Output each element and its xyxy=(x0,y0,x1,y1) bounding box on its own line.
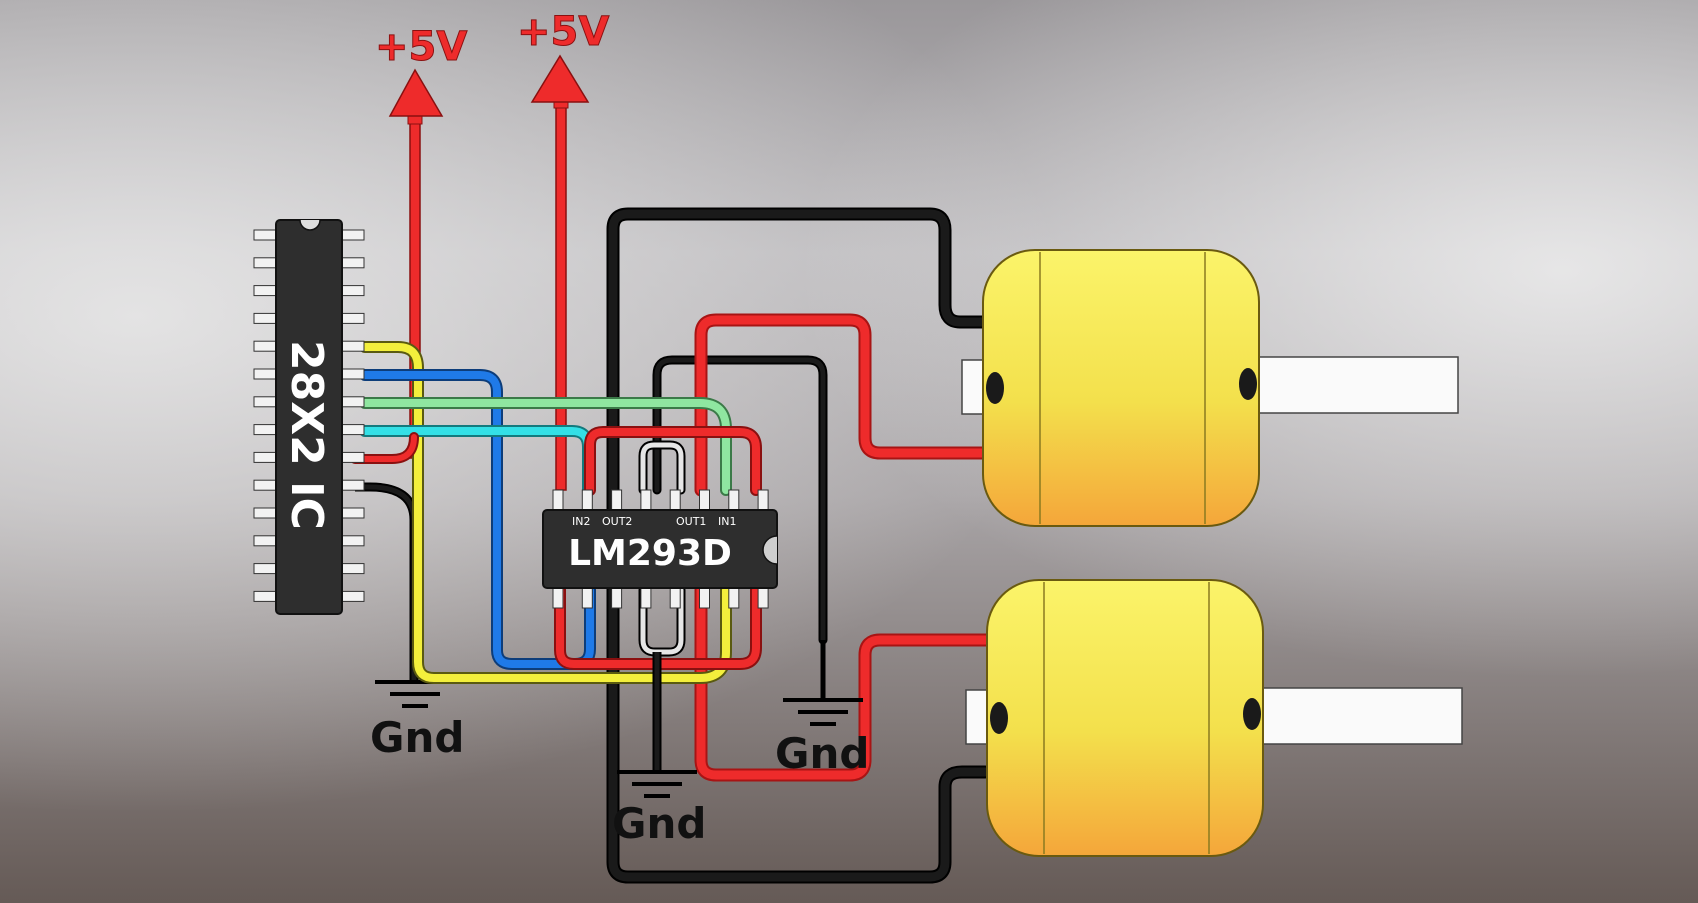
supply-label-right: +5V xyxy=(517,9,609,55)
mcu-pin-right xyxy=(341,285,365,297)
driver-pin-top xyxy=(640,489,652,511)
gnd-label-left: Gnd xyxy=(370,713,464,762)
driver-pin-bottom xyxy=(728,587,740,609)
mcu-pin-right xyxy=(341,451,365,463)
mcu-pin-right xyxy=(341,229,365,241)
mcu-pin-left xyxy=(253,507,277,519)
driver-pin-top xyxy=(611,489,623,511)
motor-bottom xyxy=(965,579,1463,857)
mcu-pin-left xyxy=(253,451,277,463)
mcu-chip: 28X2 IC xyxy=(253,219,365,615)
mcu-pin-right xyxy=(341,368,365,380)
mcu-pin-right xyxy=(341,340,365,352)
mcu-pin-left xyxy=(253,285,277,297)
mcu-pin-right xyxy=(341,424,365,436)
driver-pin-top xyxy=(552,489,564,511)
gnd-label-center: Gnd xyxy=(612,799,706,848)
gnd-label-right: Gnd xyxy=(775,729,869,778)
mcu-pins xyxy=(253,229,365,602)
driver-pin-top xyxy=(757,489,769,511)
mcu-pin-right xyxy=(341,396,365,408)
driver-pin-bottom xyxy=(669,587,681,609)
driver-pin-label-out2: OUT2 xyxy=(602,515,632,528)
mcu-pin-left xyxy=(253,396,277,408)
driver-pin-bottom xyxy=(581,587,593,609)
mcu-pin-left xyxy=(253,590,277,602)
motor-driver-chip: LM293D IN2 OUT2 OUT1 IN1 xyxy=(542,489,778,609)
driver-pin-top xyxy=(699,489,710,511)
mcu-pin-right xyxy=(341,312,365,324)
mcu-pin-right xyxy=(341,590,365,602)
driver-pin-label-in1: IN1 xyxy=(718,515,736,528)
driver-pin-bottom xyxy=(699,587,710,609)
ground-right xyxy=(783,640,863,726)
ground-center xyxy=(617,652,697,798)
mcu-label: 28X2 IC xyxy=(281,340,332,530)
mcu-pin-right xyxy=(341,257,365,269)
motor-wires xyxy=(606,207,995,884)
mcu-pin-left xyxy=(253,340,277,352)
mcu-pin-left xyxy=(253,257,277,269)
driver-pin-top xyxy=(669,489,681,511)
driver-pin-label-out1: OUT1 xyxy=(676,515,706,528)
driver-pin-top xyxy=(581,489,593,511)
driver-pin-top xyxy=(728,489,740,511)
mcu-pin-left xyxy=(253,424,277,436)
driver-label: LM293D xyxy=(568,533,732,574)
supply-arrow-left xyxy=(388,68,444,117)
driver-pin-bottom xyxy=(552,587,564,609)
mcu-pin-left xyxy=(253,312,277,324)
driver-pin-bottom xyxy=(611,587,623,609)
mcu-pin-left xyxy=(253,563,277,575)
supply-label-left: +5V xyxy=(375,24,467,70)
mcu-pin-right xyxy=(341,535,365,547)
mcu-pin-left xyxy=(253,535,277,547)
mcu-pin-right xyxy=(341,507,365,519)
motor-top xyxy=(961,249,1459,527)
mcu-pin-right xyxy=(341,563,365,575)
mcu-pin-left xyxy=(253,368,277,380)
supply-arrow-right xyxy=(530,54,590,103)
driver-pin-bottom xyxy=(757,587,769,609)
mcu-pin-right xyxy=(341,479,365,491)
mcu-pin-left xyxy=(253,229,277,241)
driver-pin-bottom xyxy=(640,587,652,609)
driver-pin-label-in2: IN2 xyxy=(572,515,590,528)
mcu-pin-left xyxy=(253,479,277,491)
